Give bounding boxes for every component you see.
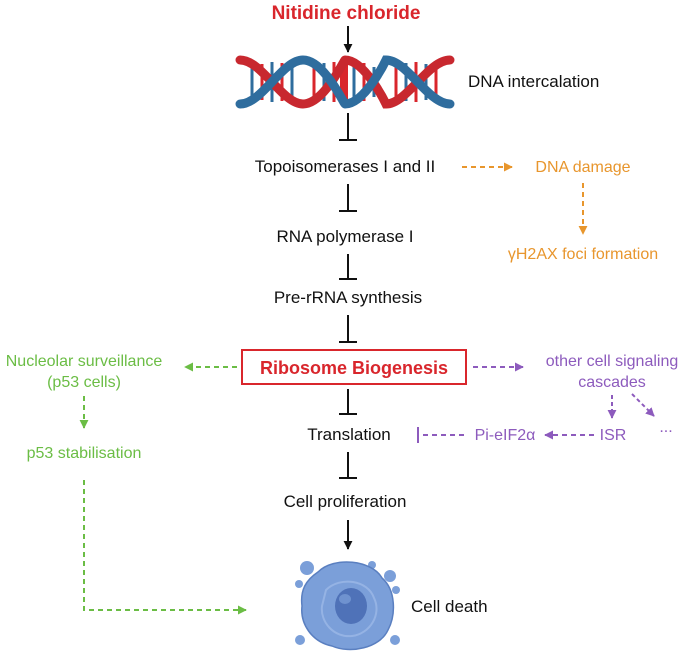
dying-cell-icon xyxy=(295,561,400,651)
pi-eif2a-label: Pi-eIF2α xyxy=(475,427,536,444)
topoisomerases-label: Topoisomerases I and II xyxy=(255,157,435,176)
ribosome-biogenesis-box xyxy=(241,349,467,385)
dna-intercalation-label: DNA intercalation xyxy=(468,72,599,91)
more-pathways-label: ... xyxy=(659,419,672,436)
h2ax-foci-label: γH2AX foci formation xyxy=(508,246,658,263)
inhibit-dna-to-topo xyxy=(339,113,357,141)
cell-proliferation-label: Cell proliferation xyxy=(284,492,407,511)
cell-death-label: Cell death xyxy=(411,597,488,616)
arrow-signaling-to-more xyxy=(631,393,655,417)
inhibit-prerrna-to-ribosome xyxy=(339,315,357,343)
dna-double-helix-icon xyxy=(235,55,455,109)
compound-label: Nitidine chloride xyxy=(272,3,421,24)
inhibit-rnapol-to-prerrna xyxy=(339,254,357,280)
ribosome-biogenesis-label: Ribosome Biogenesis xyxy=(260,358,448,378)
isr-label: ISR xyxy=(600,427,627,444)
dna-damage-label: DNA damage xyxy=(535,159,630,176)
inhibit-pi-eif2a-to-translation xyxy=(417,427,464,443)
rna-polymerase-label: RNA polymerase I xyxy=(277,227,414,246)
pre-rrna-synthesis-label: Pre-rRNA synthesis xyxy=(274,288,422,307)
inhibit-ribosome-to-translation xyxy=(339,389,357,415)
nucleolar-surveillance-label: Nucleolar surveillance xyxy=(6,353,163,370)
inhibit-topo-to-rnapol xyxy=(339,184,357,212)
arrow-p53-to-cell-death xyxy=(83,480,247,615)
cascades-label: cascades xyxy=(578,374,646,391)
p53-stabilisation-label: p53 stabilisation xyxy=(27,445,142,462)
translation-label: Translation xyxy=(307,425,390,444)
inhibit-translation-to-proliferation xyxy=(339,452,357,479)
other-signaling-label: other cell signaling xyxy=(546,353,679,370)
p53-cells-label: (p53 cells) xyxy=(47,374,121,391)
